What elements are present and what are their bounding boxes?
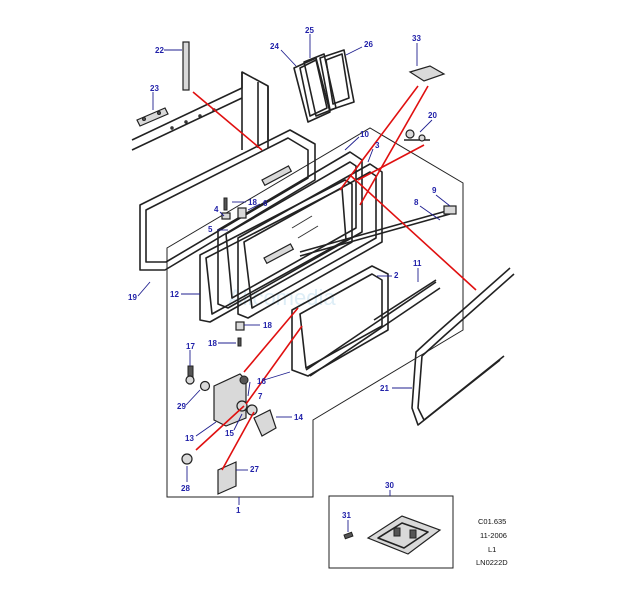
ref-drawing-no: LN0222D (476, 558, 508, 567)
callout-28: 27 (250, 465, 259, 474)
callout-4: 4 (214, 205, 219, 214)
callout-2: 2 (394, 271, 399, 280)
ref-code: C01.635 (478, 517, 506, 526)
callout-22: 21 (380, 384, 389, 393)
callout-17: 17 (186, 342, 195, 351)
item-10-3-glass-panes (217, 151, 383, 319)
callout-15: 15 (225, 429, 234, 438)
callout-29: 28 (181, 484, 190, 493)
red-leader-lines (192, 85, 477, 471)
item-22-seal (411, 267, 515, 426)
callout-9: 9 (432, 186, 437, 195)
item-25-26-27-seals (293, 49, 355, 123)
drawing-reference: C01.635 11-2006 L1 LN0222D (476, 517, 508, 567)
callout-16: 16 (257, 377, 266, 386)
ref-date: 11-2006 (480, 531, 507, 540)
callout-18-top: 18 (248, 198, 257, 207)
item-24-bracket (136, 107, 169, 127)
callout-20: 19 (128, 293, 137, 302)
watermark-text: Allcomedia (228, 285, 336, 310)
callout-30: 29 (177, 402, 186, 411)
callout-labels: 22 23 24 25 26 33 20 10 3 9 8 4 18 6 5 2 (128, 26, 451, 515)
body-frame (131, 71, 269, 151)
callout-14: 14 (294, 413, 303, 422)
kit-box: 30 31 (328, 481, 454, 569)
item-23-vertical-strip (182, 41, 190, 91)
callout-21: 20 (428, 111, 437, 120)
callout-33: 33 (412, 34, 421, 43)
callout-6: 6 (263, 199, 268, 208)
callout-32: 31 (342, 511, 351, 520)
ref-level: L1 (488, 545, 496, 554)
item-21-fastener (404, 129, 430, 142)
callout-31: 30 (385, 481, 394, 490)
item-12-frame (199, 179, 353, 323)
callout-19: 18 (263, 321, 272, 330)
callout-25: 24 (270, 42, 279, 51)
callout-23: 22 (155, 46, 164, 55)
item-2-11-7-slider (291, 265, 441, 377)
callout-26: 25 (305, 26, 314, 35)
callout-24: 23 (150, 84, 159, 93)
callout-1: 1 (236, 506, 241, 515)
callout-12: 12 (170, 290, 179, 299)
callout-13: 13 (185, 434, 194, 443)
callout-18-mid: 18 (208, 339, 217, 348)
item-8-9-rod (299, 205, 457, 257)
callout-3: 3 (375, 141, 380, 150)
callout-27: 26 (364, 40, 373, 49)
callout-7: 7 (258, 392, 263, 401)
callout-5: 5 (208, 225, 213, 234)
callout-10: 10 (360, 130, 369, 139)
assembly-outline (166, 127, 464, 498)
item-20-outer-frame (139, 129, 316, 271)
item-33-pad (408, 65, 446, 82)
callout-8: 8 (414, 198, 419, 207)
callout-11: 11 (413, 259, 422, 268)
